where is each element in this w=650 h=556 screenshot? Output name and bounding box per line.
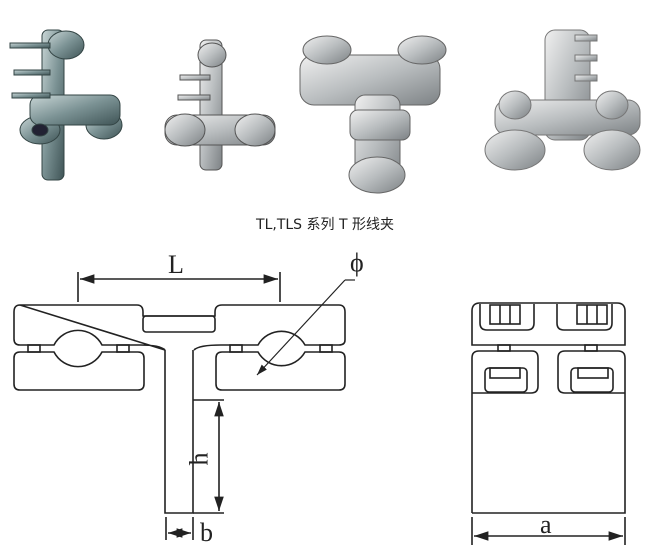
clamp-photo-4: [484, 29, 641, 171]
figure-caption: TL,TLS 系列 T 形线夹: [256, 217, 394, 233]
t-clamp-front-view: [13, 272, 355, 540]
dimension-phi-label: ϕ: [350, 248, 364, 277]
clamp-photo-3: [299, 35, 447, 194]
t-clamp-side-view: [471, 302, 626, 545]
dimension-a-label: a: [540, 510, 552, 539]
dimension-b-label: b: [200, 518, 213, 547]
clamp-photo-1: [9, 29, 123, 181]
dimension-h-label: h: [184, 452, 214, 466]
clamp-photo-2: [164, 39, 276, 171]
dimension-L-label: L: [168, 250, 184, 279]
